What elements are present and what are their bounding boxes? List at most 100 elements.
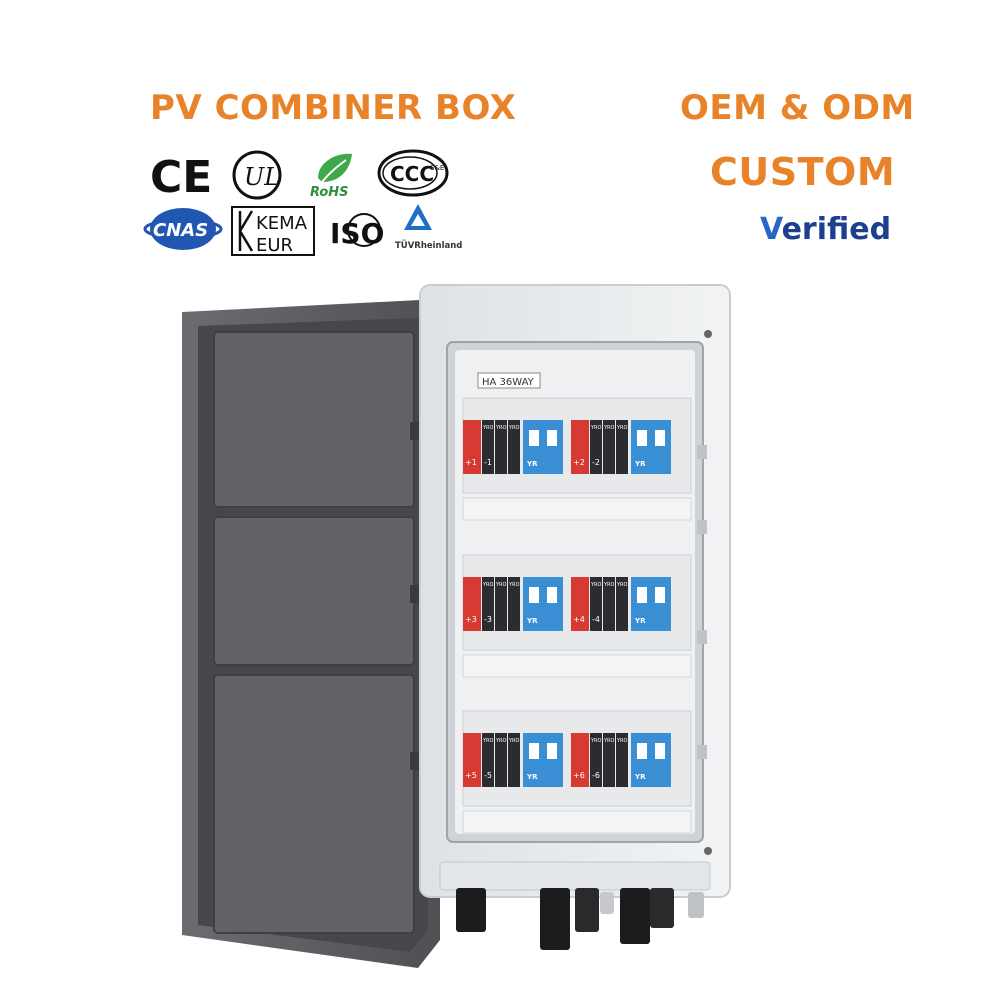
breaker-toggle [637, 587, 647, 603]
ccc-text: CCC [390, 162, 434, 186]
module-brand: YRO [508, 582, 520, 588]
rail-gap [462, 654, 692, 678]
breaker-toggle [655, 743, 665, 759]
fuse-holder [482, 577, 494, 631]
open-door [182, 300, 440, 968]
breaker-toggle [529, 430, 539, 446]
certification-logos: CE UL RoHS CCC S&E CNAS KEMA EUR ISO TÜ [143, 149, 462, 256]
polarity-label: -5 [484, 771, 492, 780]
fuse-holder-positive [463, 577, 481, 631]
dc-breaker [523, 420, 563, 474]
fuse-holder-positive [463, 733, 481, 787]
verified-text: erified [781, 212, 892, 247]
kema-bottom-text: EUR [256, 235, 293, 256]
module-brand: YRO [590, 738, 602, 744]
fuse-holder [616, 420, 628, 474]
tuv-text: TÜVRheinland [395, 240, 462, 251]
fuse-holder [482, 420, 494, 474]
ul-text: UL [244, 163, 280, 191]
fuse-holder [508, 420, 520, 474]
fuse-holder-positive [571, 577, 589, 631]
breaker-brand: YR [634, 460, 646, 468]
fuse-holder [495, 577, 507, 631]
panel-label-plate [477, 372, 541, 389]
breaker-brand: YR [526, 617, 538, 625]
fuse-holder [603, 577, 615, 631]
rail-gap [462, 810, 692, 834]
dc-breaker [631, 420, 671, 474]
fuse-holder [616, 577, 628, 631]
module-brand: YRO [590, 582, 602, 588]
fuse-holder [495, 420, 507, 474]
rail-gap [462, 497, 692, 521]
module-brand: YRO [603, 582, 615, 588]
fuse-holder [482, 733, 494, 787]
verified-badge: Verified [760, 212, 891, 247]
polarity-label: +1 [465, 458, 477, 467]
module-brand: YRO [482, 582, 494, 588]
breaker-toggle [637, 743, 647, 759]
polarity-label: +6 [573, 771, 585, 780]
breaker-toggle [655, 430, 665, 446]
polarity-label: +4 [573, 615, 585, 624]
module-brand: YRO [616, 425, 628, 431]
fuse-holder-positive [571, 420, 589, 474]
product-title: PV COMBINER BOX [150, 88, 517, 128]
breaker-toggle [547, 587, 557, 603]
fuse-holder [616, 733, 628, 787]
polarity-label: +5 [465, 771, 477, 780]
verified-v: V [760, 212, 782, 247]
breaker-toggle [655, 587, 665, 603]
dc-breaker [631, 733, 671, 787]
module-brand: YRO [616, 738, 628, 744]
fuse-holder [603, 420, 615, 474]
fuse-holder [495, 733, 507, 787]
module-brand: YRO [495, 425, 507, 431]
rohs-mark-icon: RoHS [303, 150, 359, 200]
ce-mark-icon: CE [150, 152, 212, 203]
dc-breaker [523, 577, 563, 631]
fuse-holder [590, 577, 602, 631]
tuv-mark-icon: TÜVRheinland [395, 204, 462, 251]
breaker-brand: YR [526, 773, 538, 781]
fuse-holder [508, 577, 520, 631]
dc-breaker [631, 577, 671, 631]
cnas-text: CNAS [153, 220, 208, 241]
kema-top-text: KEMA [256, 213, 308, 234]
module-brand: YRO [603, 425, 615, 431]
polarity-label: +2 [573, 458, 585, 467]
breaker-toggle [547, 430, 557, 446]
breaker-brand: YR [634, 617, 646, 625]
fuse-holder [603, 733, 615, 787]
dc-breaker [523, 733, 563, 787]
fuse-holder-positive [571, 733, 589, 787]
fuse-holder [590, 733, 602, 787]
fuse-holder [508, 733, 520, 787]
kema-mark-icon: KEMA EUR [231, 206, 315, 256]
module-brand: YRO [616, 582, 628, 588]
module-brand: YRO [508, 425, 520, 431]
breaker-toggle [529, 743, 539, 759]
module-brand: YRO [482, 425, 494, 431]
module-brand: YRO [603, 738, 615, 744]
polarity-label: -6 [592, 771, 600, 780]
iso-mark-icon: ISO [330, 213, 384, 250]
polarity-label: -2 [592, 458, 600, 467]
custom-title: CUSTOM [710, 150, 896, 194]
breaker-toggle [637, 430, 647, 446]
fuse-holder-positive [463, 420, 481, 474]
module-brand: YRO [495, 582, 507, 588]
breaker-toggle [529, 587, 539, 603]
module-brand: YRO [508, 738, 520, 744]
panel-label: HA 36WAY [482, 377, 535, 388]
cnas-mark-icon: CNAS [143, 208, 223, 250]
breaker-toggle [547, 743, 557, 759]
module-brand: YRO [482, 738, 494, 744]
ul-mark-icon: UL [232, 150, 282, 200]
polarity-label: -1 [484, 458, 492, 467]
ccc-mark-icon: CCC S&E [377, 149, 449, 197]
polarity-label: +3 [465, 615, 477, 624]
ccc-sub-text: S&E [430, 164, 444, 172]
